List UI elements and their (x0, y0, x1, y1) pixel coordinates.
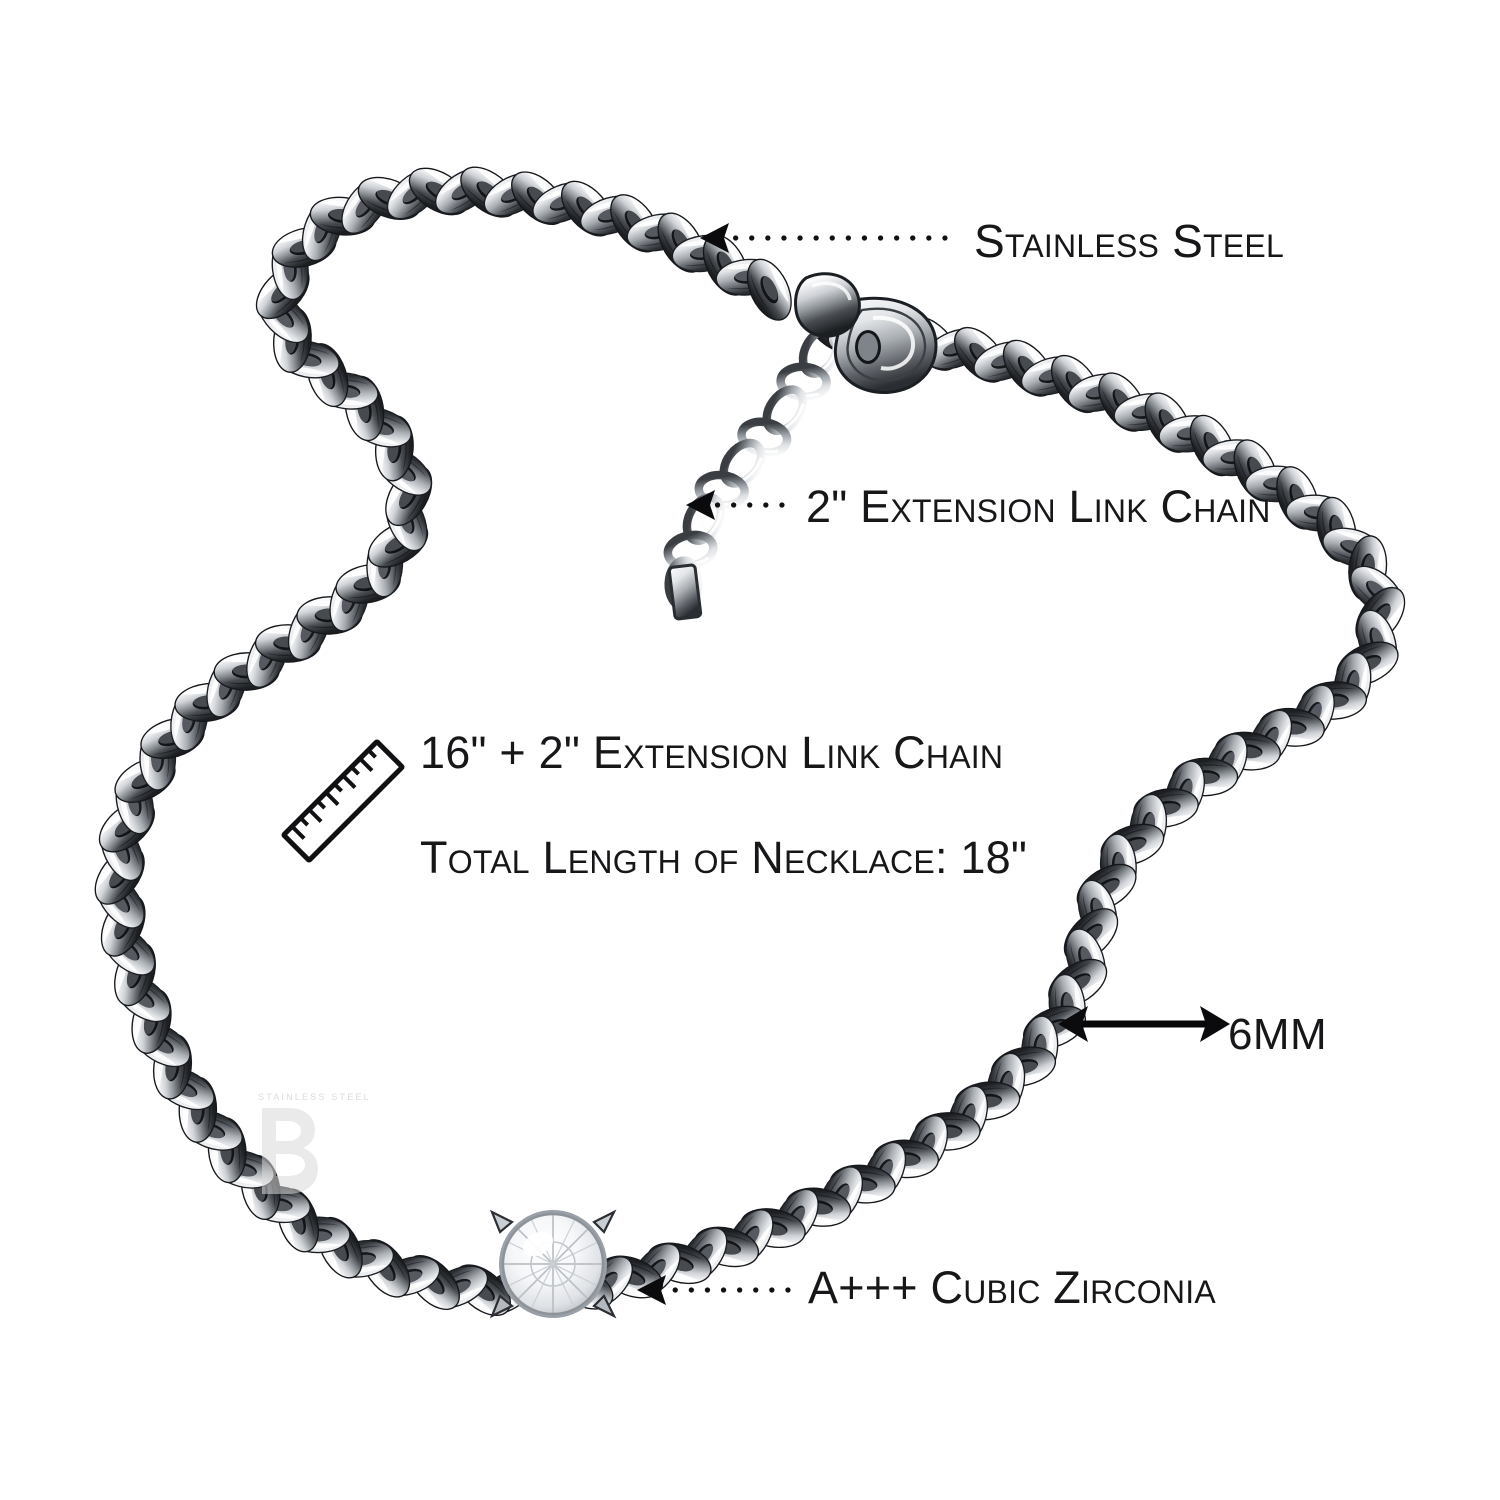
cubic-zirconia-center-stone (489, 1209, 617, 1319)
extension-link-chain (663, 326, 842, 621)
label-extension-chain: 2" Extension Link Chain (806, 481, 1271, 532)
label-total-length: Total Length of Necklace: 18" (420, 832, 1028, 883)
label-stainless-steel: Stainless Steel (974, 215, 1284, 267)
label-chain-width: 6MM (1228, 1010, 1328, 1059)
label-cubic-zirconia: A+++ Cubic Zirconia (808, 1262, 1216, 1313)
label-length-breakdown: 16" + 2" Extension Link Chain (420, 727, 1004, 778)
lobster-claw-clasp (794, 272, 938, 394)
